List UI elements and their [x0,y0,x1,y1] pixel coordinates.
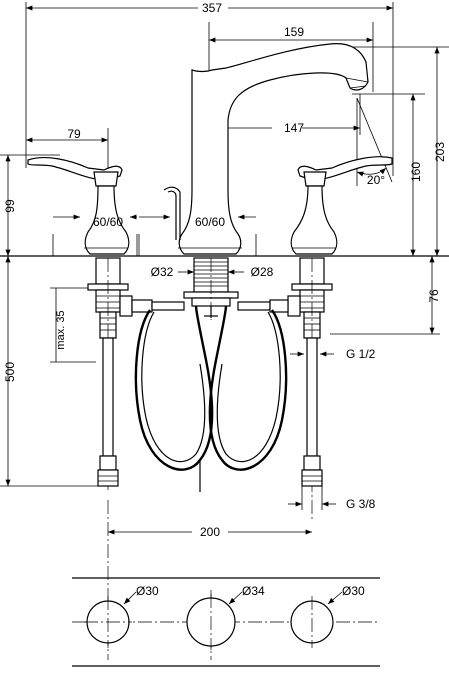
label-center-base: 60/60 [195,215,225,229]
dimension-500: 500 [0,255,104,487]
dimension-angle: 20° [356,97,393,187]
dimension-dia-28: Ø28 [228,265,274,279]
label-hole-center: Ø34 [242,584,265,598]
label-hole-left: Ø30 [136,584,159,598]
left-valve-body [87,257,133,490]
mounting-holes [72,577,380,667]
dimension-center-base: 60/60 [138,214,257,256]
label-g-half: G 1/2 [346,347,376,361]
label-76: 76 [427,289,441,303]
dimension-203: 203 [345,46,449,256]
dimension-g-half: G 1/2 [290,347,376,361]
dimension-max-35: max. 35 [50,287,96,363]
dimension-147: 147 [209,94,361,135]
label-20-degrees: 20° [367,173,385,187]
label-hole-right: Ø30 [342,584,365,598]
label-79: 79 [67,127,81,141]
label-147: 147 [284,121,304,135]
dimension-hole-left: Ø30 [123,584,159,605]
label-g-three-eighth: G 3/8 [346,497,376,511]
popup-rod [163,186,181,240]
dimension-hole-center: Ø34 [228,584,265,605]
right-hose [301,337,323,487]
label-159: 159 [284,25,304,39]
right-valve-body [287,257,333,520]
center-stem [183,257,239,320]
label-200: 200 [200,525,220,539]
label-203: 203 [433,142,447,162]
dimension-99: 99 [0,154,60,256]
dimension-76: 76 [330,255,441,335]
label-dia-28: Ø28 [251,265,274,279]
dimension-160: 160 [352,93,425,256]
spout [178,43,369,255]
dimension-g-three-eighth: G 3/8 [288,486,376,511]
left-handle [27,156,130,255]
dimension-hole-right: Ø30 [327,584,365,605]
dimension-79: 79 [25,126,109,168]
label-left-base: 60/60 [93,215,123,229]
dimension-159: 159 [208,22,374,120]
label-357: 357 [202,1,222,15]
connector-pipes [131,299,289,313]
dimension-357: 357 [25,0,394,176]
label-500: 500 [3,362,17,382]
label-99: 99 [3,199,17,213]
label-dia-32: Ø32 [151,265,174,279]
dimension-dia-32: Ø32 [151,265,194,279]
label-160: 160 [409,162,423,182]
label-max-35: max. 35 [55,310,67,349]
right-handle [290,156,393,255]
left-hose [97,337,119,487]
hose-loop [134,305,288,492]
dimension-left-base: 60/60 [52,214,138,256]
